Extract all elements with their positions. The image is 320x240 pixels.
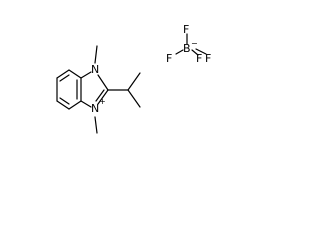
bond-ch-methyl-up <box>127 72 141 91</box>
bond-b-f-left <box>175 49 184 55</box>
bond-benzene-4 <box>68 100 82 110</box>
bond-c2-n3-double <box>95 89 105 102</box>
bond-benzene-1 <box>56 69 70 79</box>
bond-n1-methyl <box>94 45 98 64</box>
fluorine-right-1-label: F <box>196 52 202 65</box>
fluorine-top-label: F <box>183 23 189 36</box>
chemical-structure: N N + F B − F F F <box>56 23 211 134</box>
bond-b-f-right-2 <box>195 48 207 55</box>
nitrogen-3-label: N <box>91 102 99 115</box>
nitrogen-1-label: N <box>91 63 99 76</box>
nitrogen-3-charge: + <box>99 97 106 106</box>
bond-c7a-n1 <box>80 71 92 79</box>
bond-benzene-2 <box>68 69 82 79</box>
anion-structure: F B − F F F <box>166 23 211 65</box>
boron-label: B <box>183 42 191 55</box>
structure-canvas: N N + F B − F F F <box>0 0 237 159</box>
bond-n3-methyl <box>94 116 98 134</box>
bond-benzene-double-c <box>59 97 70 105</box>
bond-n3-c3a <box>80 100 92 108</box>
bond-benzene-5 <box>56 100 70 110</box>
bond-c2-n3 <box>97 89 109 105</box>
bond-benzene-double-a <box>59 74 70 82</box>
fluorine-left-label: F <box>166 52 172 65</box>
boron-charge: − <box>191 39 198 48</box>
bond-n1-c2 <box>97 74 109 91</box>
bond-ch-methyl-down <box>127 89 141 108</box>
cation-structure: N N + <box>56 45 141 134</box>
bond-b-f-right-1 <box>191 49 199 56</box>
fluorine-right-2-label: F <box>205 52 211 65</box>
